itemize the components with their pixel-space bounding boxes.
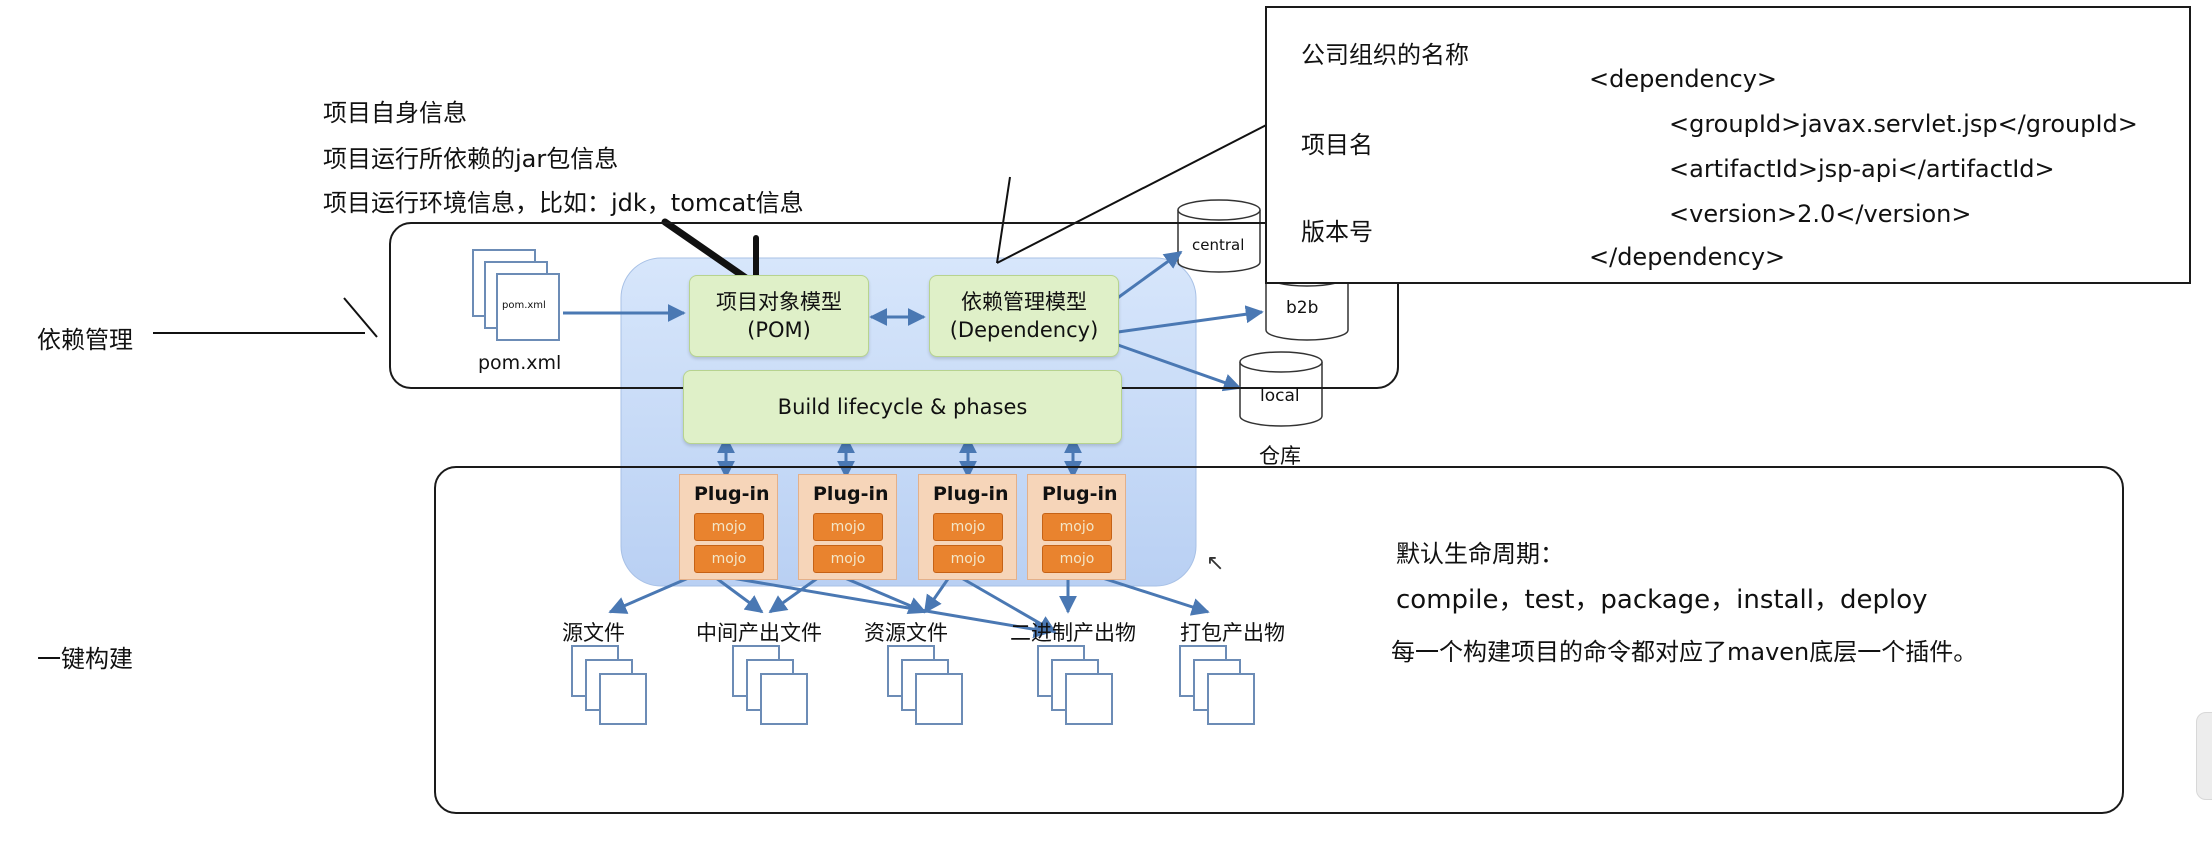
- note-project-env-info: 项目运行环境信息，比如：jdk，tomcat信息: [323, 189, 804, 217]
- pom-file-label: pom.xml: [478, 352, 562, 374]
- note-project-jar-info: 项目运行所依赖的jar包信息: [323, 145, 619, 173]
- mojo-3b: mojo: [933, 545, 1003, 573]
- plugin-3: Plug-in mojo mojo: [918, 474, 1017, 580]
- mouse-cursor-icon: ↖: [1206, 551, 1225, 576]
- xml-dependency-open: <dependency>: [1589, 65, 1778, 93]
- side-scroll-handle[interactable]: [2196, 712, 2212, 800]
- pom-file-icon: [472, 249, 560, 341]
- output-file-stacks: [571, 645, 1255, 725]
- xml-label-version: 版本号: [1301, 218, 1373, 246]
- xml-dependency-close: </dependency>: [1589, 243, 1786, 271]
- output-binary-artifacts: 二进制产出物: [1010, 621, 1136, 645]
- label-one-click-build: 一键构建: [37, 645, 133, 673]
- plugin-note: 每一个构建项目的命令都对应了maven底层一个插件。: [1391, 638, 1978, 666]
- xml-version: <version>2.0</version>: [1669, 200, 1972, 228]
- mojo-1a: mojo: [694, 513, 764, 541]
- mojo-4b: mojo: [1042, 545, 1112, 573]
- xml-panel: [1265, 6, 2191, 284]
- build-frame: [434, 466, 2124, 814]
- output-packaged-artifacts: 打包产出物: [1180, 621, 1285, 645]
- to-local-arrow: [1117, 343, 1242, 392]
- repository-central-label: central: [1192, 236, 1245, 254]
- mojo-4a: mojo: [1042, 513, 1112, 541]
- mojo-2a: mojo: [813, 513, 883, 541]
- plugin-2: Plug-in mojo mojo: [798, 474, 897, 580]
- mojo-3a: mojo: [933, 513, 1003, 541]
- xml-artifact-id: <artifactId>jsp-api</artifactId>: [1669, 155, 2055, 183]
- to-central-arrow: [1111, 250, 1183, 304]
- dependency-model-box: 依赖管理模型(Dependency): [929, 275, 1119, 357]
- repository-label: 仓库: [1259, 444, 1301, 468]
- build-lifecycle-box: Build lifecycle & phases: [683, 370, 1122, 444]
- default-lifecycle-phases: compile，test，package，install，deploy: [1396, 585, 1928, 615]
- xml-label-artifact: 项目名: [1301, 131, 1373, 159]
- label-dependency-management: 依赖管理: [37, 326, 133, 354]
- repository-local-label: local: [1260, 386, 1300, 406]
- repository-b2b-label: b2b: [1286, 298, 1319, 318]
- note-project-self-info: 项目自身信息: [323, 99, 467, 127]
- mojo-2b: mojo: [813, 545, 883, 573]
- xml-label-group: 公司组织的名称: [1301, 41, 1469, 69]
- plugin-1: Plug-in mojo mojo: [679, 474, 778, 580]
- default-lifecycle-title: 默认生命周期：: [1396, 540, 1564, 568]
- pom-icon-text: pom.xml: [502, 300, 546, 311]
- output-resource-files: 资源文件: [864, 621, 948, 645]
- mojo-1b: mojo: [694, 545, 764, 573]
- pom-model-box: 项目对象模型(POM): [689, 275, 869, 357]
- plugin-4: Plug-in mojo mojo: [1027, 474, 1126, 580]
- to-b2b-arrow: [1117, 305, 1264, 334]
- output-source-files: 源文件: [562, 621, 625, 645]
- xml-group-id: <groupId>javax.servlet.jsp</groupId>: [1669, 110, 2138, 138]
- repository-local-icon: [1239, 351, 1323, 427]
- output-intermediate-files: 中间产出文件: [696, 621, 822, 645]
